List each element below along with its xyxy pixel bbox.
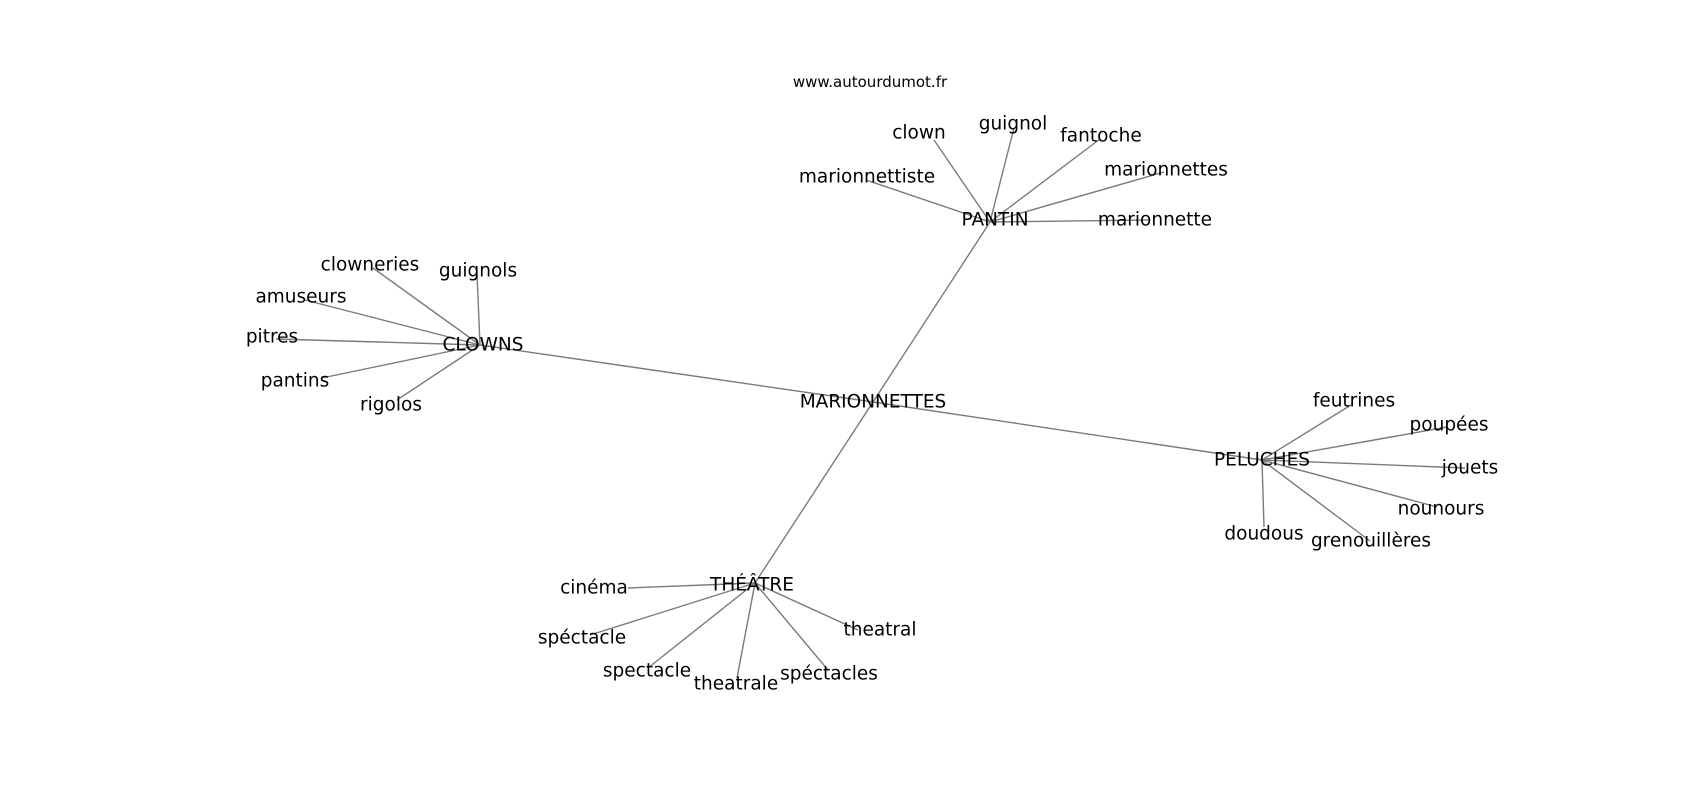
leaf-node-label[interactable]: clown bbox=[892, 123, 946, 144]
edge-hub-to-leaf bbox=[627, 582, 756, 589]
edge-center-to-hub bbox=[872, 221, 991, 403]
leaf-node-label[interactable]: cinéma bbox=[560, 578, 628, 599]
leaf-node-label[interactable]: jouets bbox=[1441, 458, 1498, 479]
leaf-node-label[interactable]: pitres bbox=[246, 327, 298, 348]
edge-hub-to-leaf bbox=[989, 138, 1101, 223]
edge-hub-to-leaf bbox=[396, 344, 481, 401]
edge-hub-to-leaf bbox=[476, 273, 481, 346]
edge-center-to-hub bbox=[479, 344, 874, 403]
leaf-node-label[interactable]: marionnettiste bbox=[799, 167, 935, 188]
edge-hub-to-leaf bbox=[1261, 459, 1438, 508]
edge-hub-to-leaf bbox=[1261, 426, 1448, 461]
leaf-node-label[interactable]: clowneries bbox=[321, 255, 420, 276]
leaf-node-label[interactable]: spectacle bbox=[603, 661, 691, 682]
leaf-node-label[interactable]: marionnette bbox=[1098, 210, 1212, 231]
leaf-node-label[interactable]: grenouillères bbox=[1311, 531, 1431, 552]
hub-node-label[interactable]: PANTIN bbox=[961, 210, 1028, 231]
edge-hub-to-leaf bbox=[1261, 404, 1352, 461]
leaf-node-label[interactable]: poupées bbox=[1410, 415, 1489, 436]
hub-node-label[interactable]: CLOWNS bbox=[442, 335, 523, 356]
leaf-node-label[interactable]: marionnettes bbox=[1104, 160, 1228, 181]
edge-hub-to-leaf bbox=[589, 582, 756, 636]
leaf-node-label[interactable]: spéctacle bbox=[538, 628, 626, 649]
edges-layer bbox=[275, 127, 1466, 679]
edge-hub-to-leaf bbox=[865, 179, 991, 223]
edge-hub-to-leaf bbox=[754, 582, 829, 671]
leaf-node-label[interactable]: guignols bbox=[439, 261, 517, 282]
edge-hub-to-leaf bbox=[321, 344, 481, 379]
edge-hub-to-leaf bbox=[989, 127, 1015, 223]
leaf-node-label[interactable]: feutrines bbox=[1313, 391, 1395, 412]
edge-hub-to-leaf bbox=[989, 171, 1165, 223]
center-node-label[interactable]: MARIONNETTES bbox=[800, 392, 947, 413]
edge-hub-to-leaf bbox=[304, 299, 481, 346]
hub-node-label[interactable]: PELUCHES bbox=[1214, 450, 1310, 471]
edge-hub-to-leaf bbox=[275, 338, 481, 346]
leaf-node-label[interactable]: theatral bbox=[843, 620, 916, 641]
edge-hub-to-leaf bbox=[372, 267, 481, 346]
leaf-node-label[interactable]: nounours bbox=[1398, 499, 1485, 520]
labels-layer: MARIONNETTES PANTIN clown guignol fantoche ma… bbox=[246, 114, 1498, 695]
edge-hub-to-leaf bbox=[1261, 459, 1466, 469]
hub-node-label[interactable]: THÉÂTRE bbox=[709, 574, 794, 596]
watermark-text: www.autourdumot.fr bbox=[792, 73, 948, 91]
edge-hub-to-leaf bbox=[989, 219, 1151, 223]
leaf-node-label[interactable]: theatrale bbox=[694, 674, 778, 695]
edge-hub-to-leaf bbox=[1261, 459, 1265, 528]
edge-center-to-hub bbox=[754, 401, 874, 584]
leaf-node-label[interactable]: fantoche bbox=[1060, 126, 1141, 147]
edge-hub-to-leaf bbox=[933, 139, 991, 223]
edge-hub-to-leaf bbox=[1261, 459, 1371, 542]
edge-hub-to-leaf bbox=[647, 582, 756, 669]
leaf-node-label[interactable]: doudous bbox=[1224, 524, 1303, 545]
leaf-node-label[interactable]: rigolos bbox=[360, 395, 422, 416]
leaf-node-label[interactable]: pantins bbox=[261, 371, 330, 392]
edge-hub-to-leaf bbox=[754, 582, 859, 631]
leaf-node-label[interactable]: amuseurs bbox=[255, 287, 346, 308]
leaf-node-label[interactable]: guignol bbox=[979, 114, 1048, 135]
leaf-node-label[interactable]: spéctacles bbox=[780, 664, 878, 685]
edge-center-to-hub bbox=[872, 401, 1263, 461]
edge-hub-to-leaf bbox=[736, 582, 756, 679]
